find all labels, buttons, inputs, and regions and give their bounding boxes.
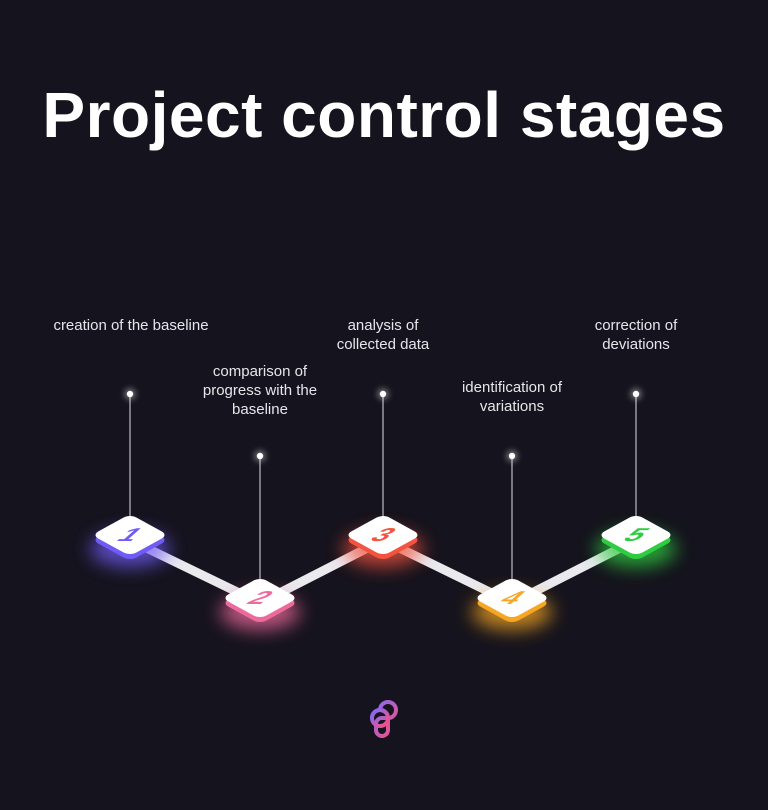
stage-1-label: creation of the baseline [53,317,209,334]
stage-2-tile: 2 [220,579,300,630]
stage-3-tile: 3 [343,516,423,567]
tile-face [225,579,295,617]
tile-face [601,516,671,554]
stage-5-label: correction of deviations [594,317,678,353]
stage-1-tile: 1 [90,516,170,567]
pin-dot [508,452,516,460]
stage-3-label: analysis of collected data [336,317,430,353]
tile-face [348,516,418,554]
pin-dot [379,390,387,398]
pin-dot [126,390,134,398]
stage-4-label: identification of variations [461,379,563,415]
pin-dot [256,452,264,460]
stage-5-tile: 5 [596,516,676,567]
brand-logo [364,700,404,745]
tile-face [477,579,547,617]
tile-face [95,516,165,554]
page-title: Project control stages [42,79,726,151]
stage-2-label: comparison of progress with the baseline [202,363,318,418]
stage-4-tile: 4 [472,579,552,630]
pin-dot [632,390,640,398]
